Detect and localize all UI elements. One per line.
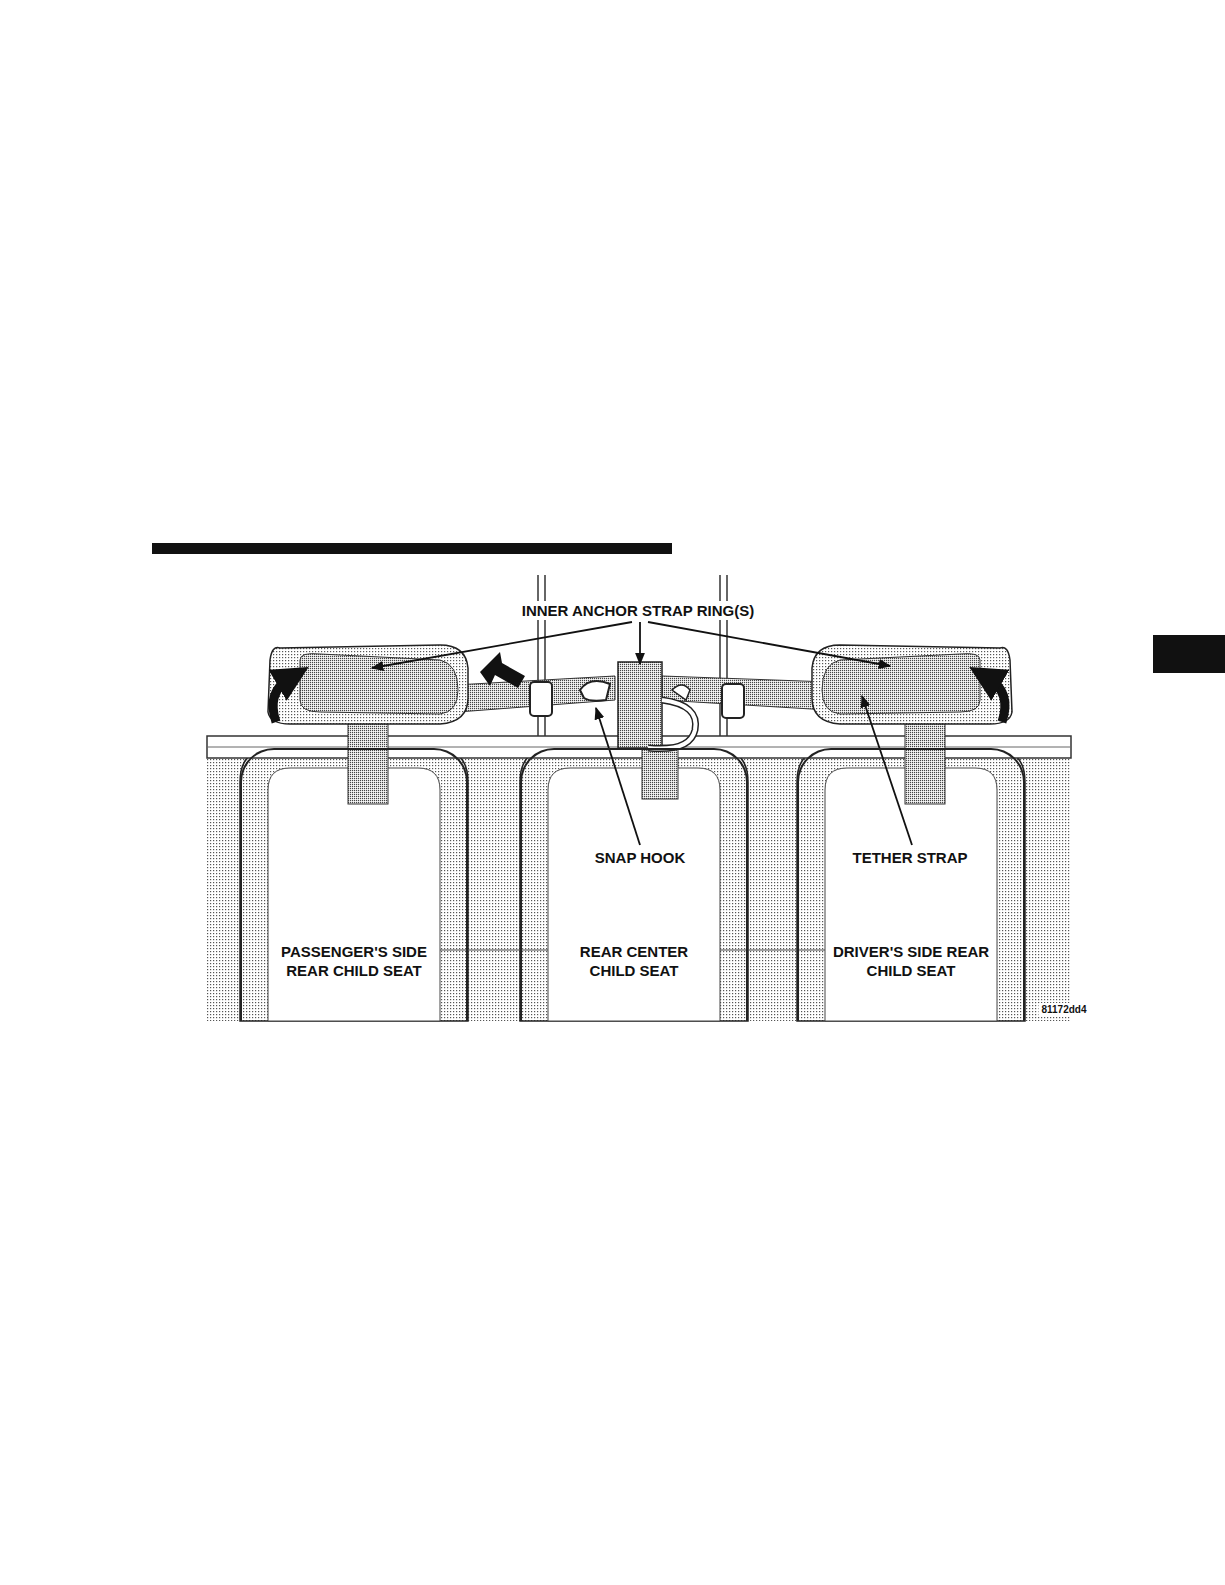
leader-lines (372, 622, 912, 845)
seat-back: DRIVER'S SIDE REAR CHILD SEAT (797, 748, 1025, 1021)
pillar-lines (538, 575, 727, 1021)
part-label: INNER ANCHOR STRAP RING(S) (519, 601, 758, 620)
seat-label: PASSENGER'S SIDE REAR CHILD SEAT (268, 942, 440, 980)
header-bar (152, 543, 672, 554)
figure-code: 81172dd4 (1038, 1003, 1089, 1017)
section-tab (1153, 635, 1225, 673)
anchor-bracket (618, 662, 696, 749)
seat-back: REAR CENTER CHILD SEAT (520, 748, 748, 1021)
motion-arrows (273, 652, 1005, 722)
seat-back: PASSENGER'S SIDE REAR CHILD SEAT (240, 748, 468, 1021)
seat-label: REAR CENTER CHILD SEAT (573, 942, 695, 980)
part-label: TETHER STRAP (849, 848, 970, 867)
seat-label: DRIVER'S SIDE REAR CHILD SEAT (830, 942, 992, 980)
part-label: SNAP HOOK (592, 848, 689, 867)
